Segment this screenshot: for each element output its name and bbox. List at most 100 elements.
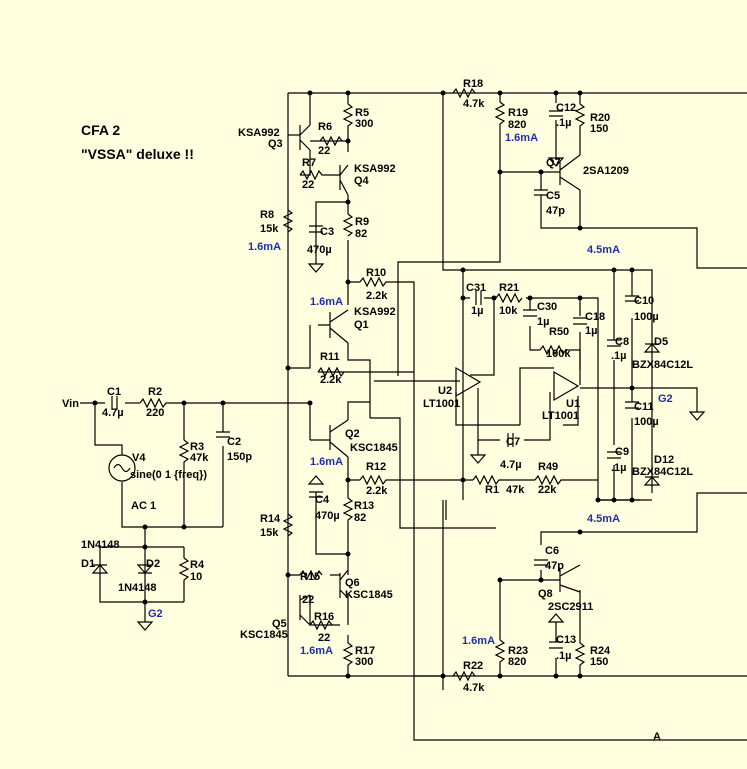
capacitor-c31-symbol xyxy=(475,291,482,305)
resistor-r24-symbol xyxy=(574,642,586,669)
label-c30: C30 xyxy=(537,301,557,313)
capacitor-c7-symbol xyxy=(507,433,514,447)
label-c12: C12 xyxy=(556,102,576,114)
label-r13v: 82 xyxy=(354,512,366,524)
label-c8: C8 xyxy=(615,336,629,348)
label-c3v: 470µ xyxy=(307,244,332,256)
resistor-r11-symbol xyxy=(317,366,345,378)
current-i_q5: 1.6mA xyxy=(300,645,333,657)
label-c7v: 4.7µ xyxy=(500,459,522,471)
capacitor-c9-symbol xyxy=(607,451,621,459)
label-r1: R1 xyxy=(485,484,499,496)
label-r49: R49 xyxy=(538,461,558,473)
label-r10v: 2.2k xyxy=(366,290,388,302)
label-r3: R3 xyxy=(190,441,204,453)
resistor-r7-symbol xyxy=(299,169,340,181)
label-r17: R17 xyxy=(355,645,375,657)
label-ksa992b: KSA992 xyxy=(354,163,396,175)
label-q4: Q4 xyxy=(354,175,370,187)
transistor-q7-symbol xyxy=(559,154,581,191)
capacitor-c11-symbol xyxy=(625,401,639,409)
ground-c4-symbol xyxy=(307,475,325,485)
resistor-r2-symbol xyxy=(139,397,170,409)
resistor-r6-symbol xyxy=(319,135,343,147)
label-c6v: 47p xyxy=(545,560,564,572)
label-c3: C3 xyxy=(320,226,334,238)
ground-c13-symbol xyxy=(547,613,565,628)
label-r14v: 15k xyxy=(260,527,279,539)
label-u2t: LT1001 xyxy=(423,398,460,410)
label-r4: R4 xyxy=(190,559,205,571)
resistor-r22-symbol xyxy=(452,670,476,682)
label-r21: R21 xyxy=(499,282,519,294)
label-q8: Q8 xyxy=(538,588,553,600)
label-r50: R50 xyxy=(549,326,569,338)
label-r49v: 22k xyxy=(538,484,557,496)
capacitor-c2-symbol xyxy=(216,431,230,438)
label-c13v: .1µ xyxy=(556,650,572,662)
current-i_q2: 1.6mA xyxy=(310,456,343,468)
label-r3v: 47k xyxy=(190,452,209,464)
label-r8: R8 xyxy=(260,209,274,221)
label-q6: Q6 xyxy=(345,577,360,589)
resistor-r12-symbol xyxy=(359,474,390,486)
label-c12v: .1µ xyxy=(556,117,572,129)
label-q5: Q5 xyxy=(272,618,287,630)
resistor-r8-symbol xyxy=(282,209,294,233)
label-r23v: 820 xyxy=(508,656,526,668)
label-r18: R18 xyxy=(463,78,483,90)
resistor-r23-symbol xyxy=(494,639,506,668)
label-r2v: 220 xyxy=(146,407,164,419)
capacitor-c30-symbol xyxy=(523,309,537,317)
current-i_r19: 1.6mA xyxy=(505,132,538,144)
label-c4v: 470µ xyxy=(315,510,340,522)
ground-c7-symbol xyxy=(469,454,487,464)
label-r4v: 10 xyxy=(190,571,202,583)
net-g2_a: G2 xyxy=(658,393,673,405)
resistor-r14-symbol xyxy=(282,513,294,537)
label-r22: R22 xyxy=(463,660,483,672)
label-r17v: 300 xyxy=(355,656,373,668)
label-ksa992a: KSA992 xyxy=(238,127,280,139)
label-c11v: 100µ xyxy=(634,416,659,428)
label-d5: D5 xyxy=(654,336,668,348)
label-r15: R15 xyxy=(300,571,320,583)
label-r16v: 22 xyxy=(318,632,330,644)
label-r23: R23 xyxy=(508,645,528,657)
transistor-q8-symbol xyxy=(559,564,581,593)
label-r20: R20 xyxy=(590,112,610,124)
label-u1t: LT1001 xyxy=(542,410,579,422)
label-c2v: 150p xyxy=(227,451,252,463)
source-v4-symbol xyxy=(108,454,136,482)
label-d5t: BZX84C12L xyxy=(632,359,693,371)
transistor-q5-symbol xyxy=(299,594,311,626)
transistor-q1-symbol xyxy=(318,309,349,344)
label-ksc1845b: KSC1845 xyxy=(345,589,393,601)
label-r1v: 47k xyxy=(506,484,525,496)
label-r24v: 150 xyxy=(590,656,608,668)
resistor-r19-symbol xyxy=(494,101,506,130)
label-r9: R9 xyxy=(355,216,369,228)
label-c31v: 1µ xyxy=(471,305,483,317)
label-r5v: 300 xyxy=(355,118,373,130)
transistor-q4-symbol xyxy=(339,164,349,196)
label-c1v: 4.7µ xyxy=(102,407,124,419)
resistor-r9-symbol xyxy=(342,213,354,237)
diode-d5-symbol xyxy=(643,343,661,353)
current-i_r8: 1.6mA xyxy=(248,241,281,253)
label-d12t: BZX84C12L xyxy=(632,466,693,478)
label-r6v: 22 xyxy=(318,145,330,157)
opamp-u2-symbol xyxy=(455,366,482,398)
junction-dots xyxy=(92,90,635,679)
net-g2_b: G2 xyxy=(148,608,163,620)
label-c8v: .1µ xyxy=(611,350,627,362)
label-r50v: 100k xyxy=(546,348,571,360)
label-r16: R16 xyxy=(314,611,334,623)
label-c10: C10 xyxy=(634,295,654,307)
label-r19: R19 xyxy=(508,107,528,119)
label-c31: C31 xyxy=(466,282,486,294)
resistor-r13-symbol xyxy=(342,497,354,524)
label-r21v: 10k xyxy=(499,305,518,317)
